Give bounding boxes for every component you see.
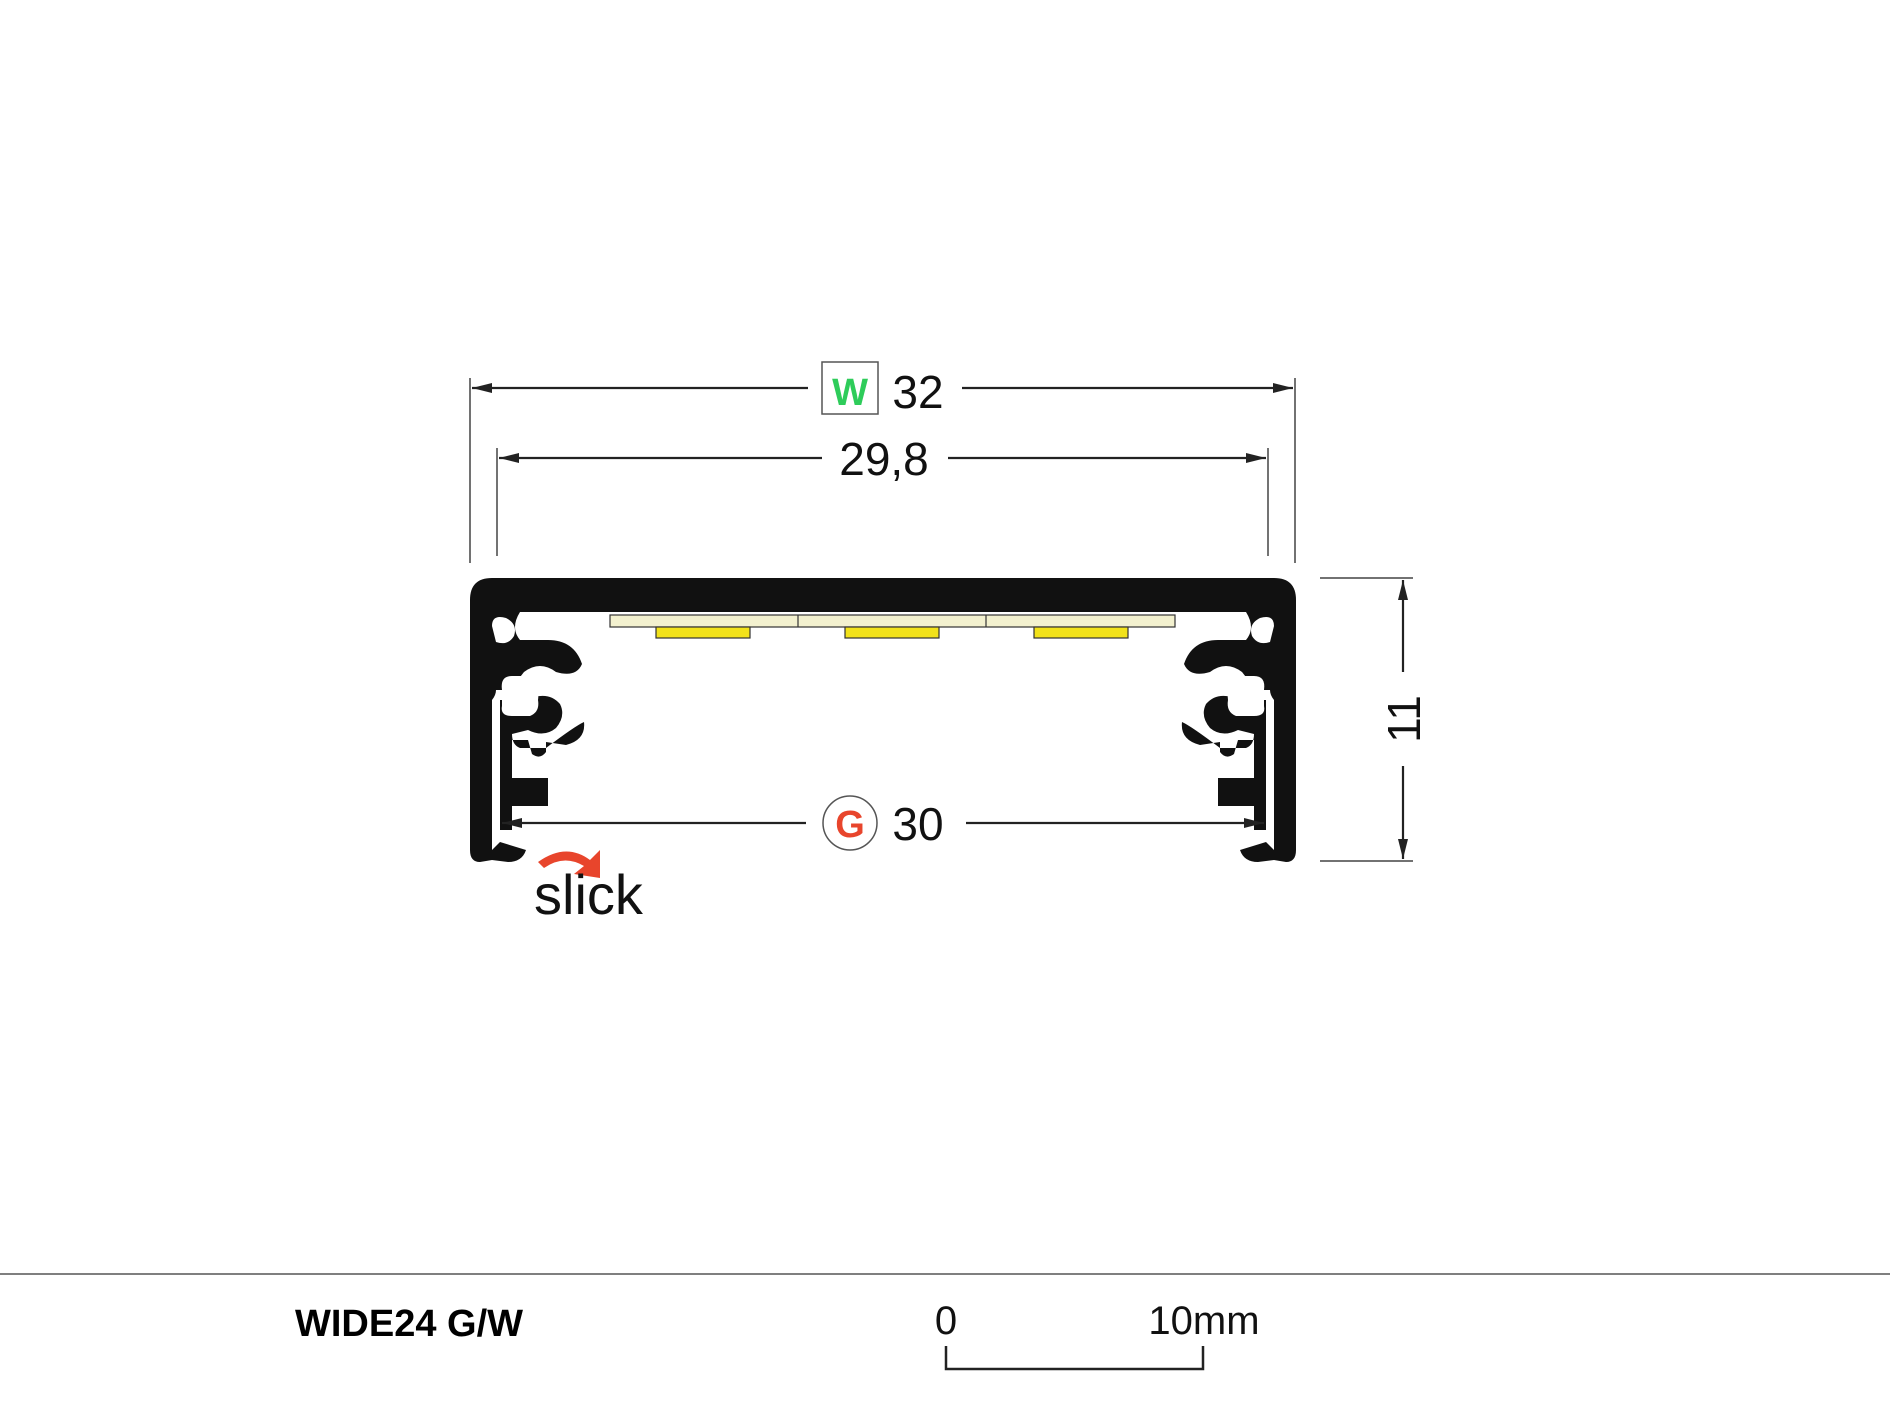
outer-width-value: 32: [892, 366, 943, 418]
right-top-notch: [1251, 617, 1274, 644]
right-screw-slot: [1227, 676, 1265, 716]
scale-start-label: 0: [935, 1299, 957, 1343]
dimension-outer-width: W 32: [472, 361, 1293, 418]
brand-logo: slick: [534, 850, 644, 926]
profile-cutouts: [492, 617, 1274, 716]
profile-left-channel-lower: [492, 695, 585, 830]
profile-right-channel-lower: [1181, 695, 1274, 830]
led-chip: [655, 626, 751, 639]
left-screw-slot: [501, 676, 539, 716]
profile-right-wall: [1270, 600, 1296, 862]
w-badge-letter: W: [832, 372, 868, 414]
profile-right-foot: [1240, 842, 1274, 862]
dimension-height: 11: [1378, 580, 1430, 859]
w-badge-frame: [821, 361, 879, 415]
logo-swoosh-icon: [538, 850, 600, 878]
extension-lines: [469, 378, 1413, 862]
left-top-notch: [492, 617, 515, 644]
product-name: WIDE24 G/W: [295, 1303, 523, 1345]
dimension-inner-width: 29,8: [499, 433, 1266, 485]
profile-top-bar: [470, 578, 1296, 612]
brand-name: slick: [534, 863, 644, 926]
dimension-bottom-width: G 30: [502, 795, 1264, 851]
scale-bar-line: [944, 1346, 1205, 1371]
led-strip: [609, 614, 1176, 639]
bottom-width-value: 30: [892, 798, 943, 850]
scale-end-label: 10mm: [1148, 1299, 1259, 1343]
inner-width-value: 29,8: [839, 433, 929, 485]
g-badge-letter: G: [835, 804, 865, 846]
height-value: 11: [1378, 695, 1430, 743]
g-badge-frame: [822, 795, 878, 851]
profile-left-wall: [470, 600, 496, 862]
led-chip: [844, 626, 940, 639]
profile-left-foot: [492, 842, 526, 862]
led-strip-pcb: [609, 614, 1176, 628]
led-chip: [1033, 626, 1129, 639]
scale-bar: 0 10mm: [935, 1299, 1260, 1371]
